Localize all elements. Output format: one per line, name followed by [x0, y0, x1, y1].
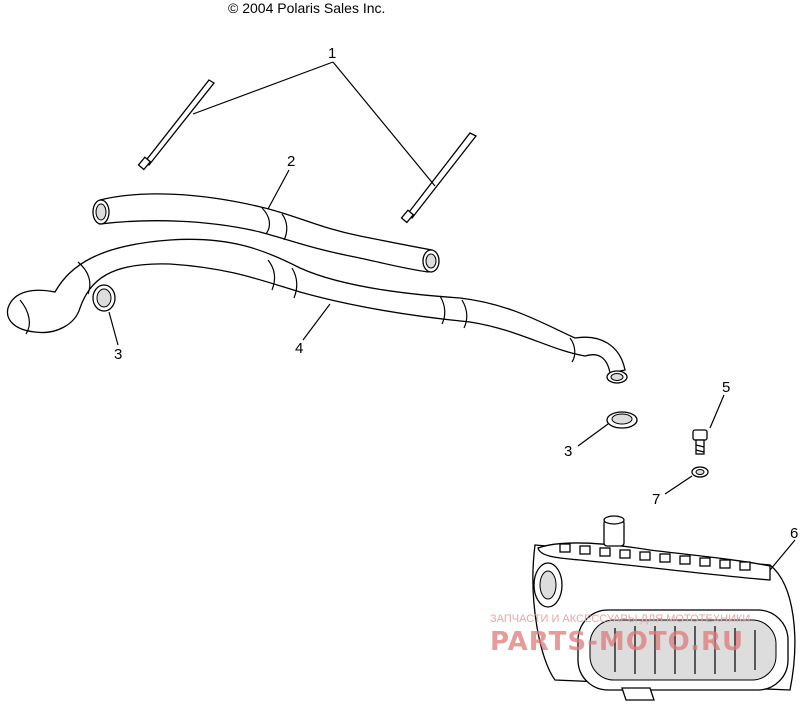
callout-6: 6 [790, 525, 798, 542]
callout-7: 7 [652, 491, 660, 508]
cable-tie-left [137, 79, 215, 171]
bolt [692, 429, 708, 455]
callout-3-clamp-left: 3 [114, 346, 122, 363]
upper-hose [92, 193, 440, 273]
housing-ribs [559, 543, 751, 571]
cable-tie-right [400, 132, 478, 224]
callout-5: 5 [722, 379, 730, 396]
clamp-left [92, 284, 116, 312]
callout-1: 1 [328, 45, 336, 62]
watermark-tagline: ЗАПЧАСТИ И АКСЕССУАРЫ ДЛЯ МОТОТЕХНИКИ [490, 613, 750, 625]
clamp-lower [606, 411, 638, 429]
radiator-housing [532, 515, 796, 701]
watermark-brand: PARTS-MOTO.RU [490, 627, 744, 657]
callout-4: 4 [295, 340, 303, 357]
grille-fins [614, 626, 756, 674]
callout-2: 2 [287, 153, 295, 170]
copyright-notice: © 2004 Polaris Sales Inc. [228, 0, 386, 16]
leader-lines [108, 61, 796, 571]
callout-3-clamp-lower: 3 [564, 443, 572, 460]
washer [691, 466, 709, 478]
lower-hose [6, 238, 628, 384]
